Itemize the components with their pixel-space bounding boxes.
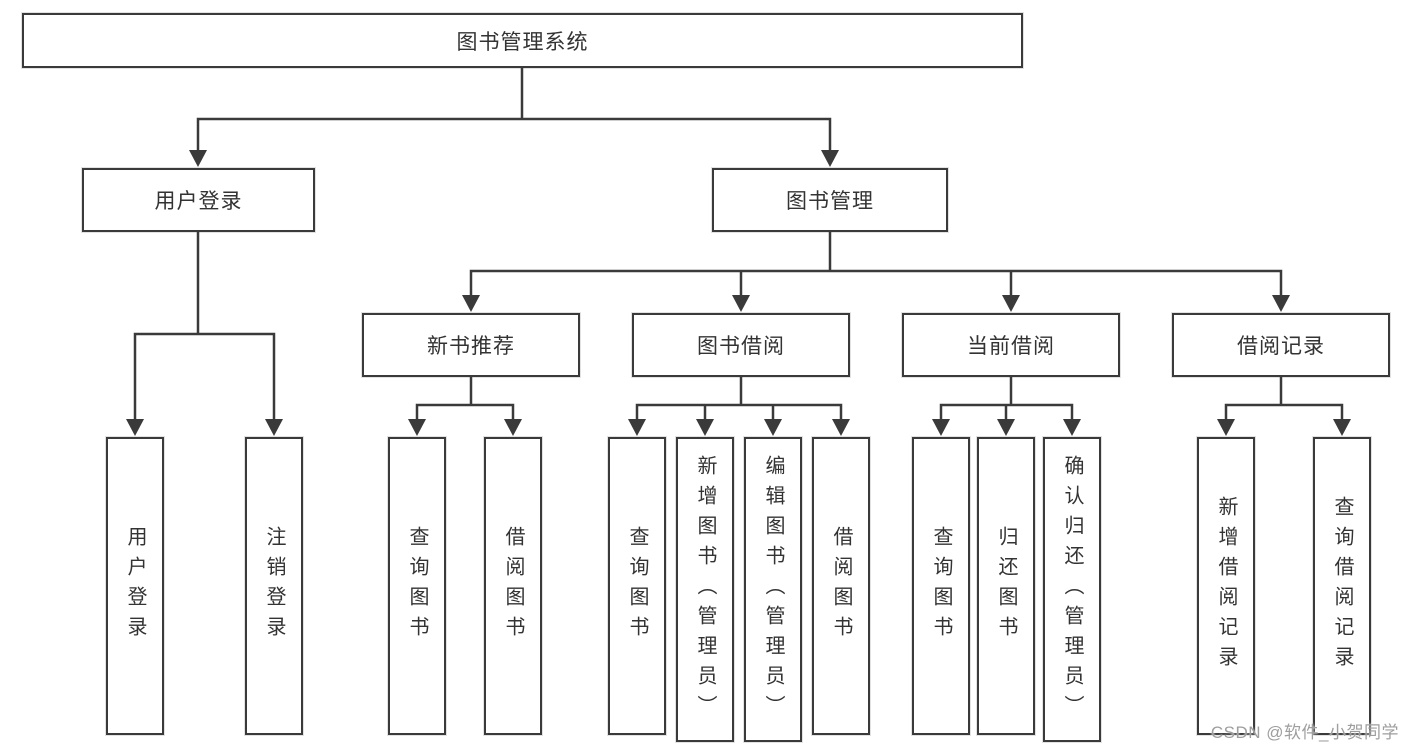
node-new-book-recommend: 新书推荐 [362, 313, 580, 377]
leaf-logout-label: 注销登录 [263, 526, 285, 646]
leaf-query-borrow-record: 查询借阅记录 [1313, 437, 1371, 735]
connector-root-bracket [196, 117, 832, 159]
arrow-down-icon [504, 419, 522, 436]
connector-bookmgmt-bracket [469, 269, 1283, 304]
leaf-recommend-query-books-label: 查询图书 [406, 526, 428, 646]
leaf-borrow-books: 借阅图书 [812, 437, 870, 735]
leaf-current-query-books: 查询图书 [912, 437, 970, 735]
node-book-borrow-label: 图书借阅 [697, 335, 785, 358]
node-root: 图书管理系统 [22, 13, 1023, 68]
leaf-logout: 注销登录 [245, 437, 303, 735]
node-book-management: 图书管理 [712, 168, 948, 232]
node-root-label: 图书管理系统 [456, 30, 589, 54]
node-borrow-records-label: 借阅记录 [1237, 335, 1325, 358]
leaf-current-query-books-label: 查询图书 [930, 526, 952, 646]
connector-records-bracket [1224, 403, 1344, 429]
arrow-down-icon [932, 419, 950, 436]
leaf-add-borrow-record: 新增借阅记录 [1197, 437, 1255, 735]
arrow-down-icon [1217, 419, 1235, 436]
arrow-down-icon [696, 419, 714, 436]
arrow-down-icon [997, 419, 1015, 436]
arrow-down-icon [408, 419, 426, 436]
leaf-borrow-query-books: 查询图书 [608, 437, 666, 735]
leaf-confirm-return-admin: 确认归还（管理员） [1043, 437, 1101, 742]
arrow-down-icon [821, 150, 839, 167]
arrow-down-icon [732, 295, 750, 312]
leaf-borrow-books-label: 借阅图书 [830, 526, 852, 646]
arrow-down-icon [1063, 419, 1081, 436]
node-book-borrow: 图书借阅 [632, 313, 850, 377]
leaf-add-books-admin: 新增图书（管理员） [676, 437, 734, 742]
connector-newbook-bracket [415, 403, 515, 429]
node-borrow-records: 借阅记录 [1172, 313, 1390, 377]
leaf-add-borrow-record-label: 新增借阅记录 [1215, 496, 1237, 676]
node-current-borrow-label: 当前借阅 [967, 335, 1055, 358]
leaf-edit-books-admin-label: 编辑图书（管理员） [762, 454, 784, 725]
leaf-query-borrow-record-label: 查询借阅记录 [1331, 496, 1353, 676]
node-user-login-label: 用户登录 [154, 190, 243, 213]
connector-bookborrow-bracket [635, 403, 843, 429]
node-book-management-label: 图书管理 [786, 190, 874, 213]
arrow-down-icon [265, 419, 283, 436]
arrow-down-icon [628, 419, 646, 436]
leaf-user-login-label: 用户登录 [124, 526, 146, 646]
watermark: CSDN @软件_小贺同学 [1210, 723, 1399, 742]
node-user-login: 用户登录 [82, 168, 315, 232]
leaf-recommend-borrow-books: 借阅图书 [484, 437, 542, 735]
leaf-confirm-return-admin-label: 确认归还（管理员） [1061, 454, 1083, 725]
leaf-recommend-query-books: 查询图书 [388, 437, 446, 735]
arrow-down-icon [1333, 419, 1351, 436]
arrow-down-icon [832, 419, 850, 436]
leaf-borrow-query-books-label: 查询图书 [626, 526, 648, 646]
leaf-add-books-admin-label: 新增图书（管理员） [694, 454, 716, 725]
arrowheads [126, 150, 1351, 436]
leaf-return-books-label: 归还图书 [995, 526, 1017, 646]
arrow-down-icon [126, 419, 144, 436]
arrow-down-icon [189, 150, 207, 167]
arrow-down-icon [764, 419, 782, 436]
arrow-down-icon [1002, 295, 1020, 312]
leaf-recommend-borrow-books-label: 借阅图书 [502, 526, 524, 646]
leaf-edit-books-admin: 编辑图书（管理员） [744, 437, 802, 742]
leaf-return-books: 归还图书 [977, 437, 1035, 735]
arrow-down-icon [462, 295, 480, 312]
arrow-down-icon [1272, 295, 1290, 312]
leaf-user-login: 用户登录 [106, 437, 164, 735]
node-new-book-recommend-label: 新书推荐 [427, 335, 515, 358]
node-current-borrow: 当前借阅 [902, 313, 1120, 377]
connector-userlogin-bracket [133, 332, 276, 429]
